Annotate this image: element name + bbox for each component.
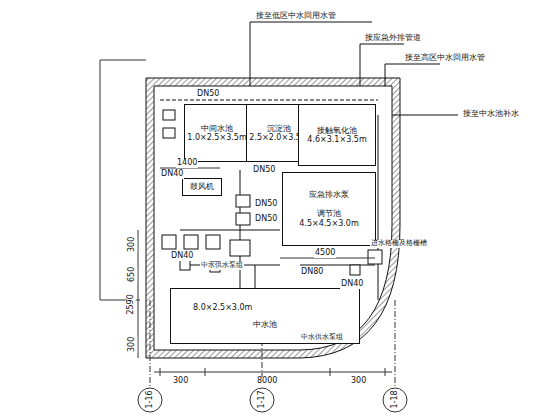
dimension-label: 2590 [127, 293, 136, 315]
dimension-label: DN50 [254, 215, 278, 224]
axis-label: 1-17 [258, 389, 267, 409]
pipe-label: 接应急外排管道 [364, 34, 422, 43]
tank-box: 中间水池1.0×2.5×3.5m [184, 104, 250, 162]
dimension-label: DN80 [300, 268, 324, 277]
dimension-label: DN50 [254, 200, 278, 209]
dimension-label: 300 [350, 377, 367, 386]
axis-label: 1-16 [146, 389, 155, 409]
dimension-label: 300 [128, 336, 137, 353]
dimension-label: 300 [128, 236, 137, 253]
dimension-label: DN50 [196, 90, 220, 99]
tank-box: 鼓风机 [182, 178, 222, 196]
tank-label: 应急排水泵 [309, 190, 349, 199]
dimension-label: 300 [172, 377, 189, 386]
tank-label: 1.0×2.5×3.5m [187, 133, 246, 142]
dimension-label: DN40 [340, 280, 364, 289]
dimension-label: 650 [128, 266, 137, 283]
pipe-label: 接至中水池补水 [462, 110, 520, 119]
dimension-label: 进水格栅及格栅槽 [370, 240, 428, 248]
tank-label: 中间水池 [201, 124, 233, 133]
tank-label: 4.5×4.5×3.0m [299, 219, 358, 228]
dimension-label: DN40 [160, 170, 184, 179]
dimension-label: DN50 [252, 166, 276, 175]
dimension-label: DN40 [170, 252, 194, 261]
tank-label: 沉淀池 [267, 124, 291, 133]
dimension-label: 4500 [314, 249, 336, 258]
tank-box: 接触氧化池4.6×3.1×3.5m [298, 104, 376, 166]
dimension-label: 8000 [256, 377, 278, 386]
tank-label: 调节池 [317, 209, 341, 218]
pipe-label: 接至高区中水回用水管 [404, 54, 486, 63]
tank-label: 8.0×2.5×3.0m [193, 303, 252, 312]
tank-label: 接触氧化池 [317, 126, 357, 135]
dimension-label: 中水供水泵组 [300, 334, 344, 342]
dimension-label: 1400 [176, 159, 198, 168]
tank-label: 鼓风机 [190, 182, 214, 191]
pipe-label: 接至低区中水回用水管 [255, 12, 337, 21]
axis-label: 1-18 [391, 389, 400, 409]
tank-box: 应急排水泵调节池4.5×4.5×3.0m [282, 172, 376, 246]
tank-label: 4.6×3.1×3.5m [307, 135, 366, 144]
tank-label: 中水池 [253, 320, 277, 329]
dimension-label: 中水供水泵组 [200, 262, 244, 270]
